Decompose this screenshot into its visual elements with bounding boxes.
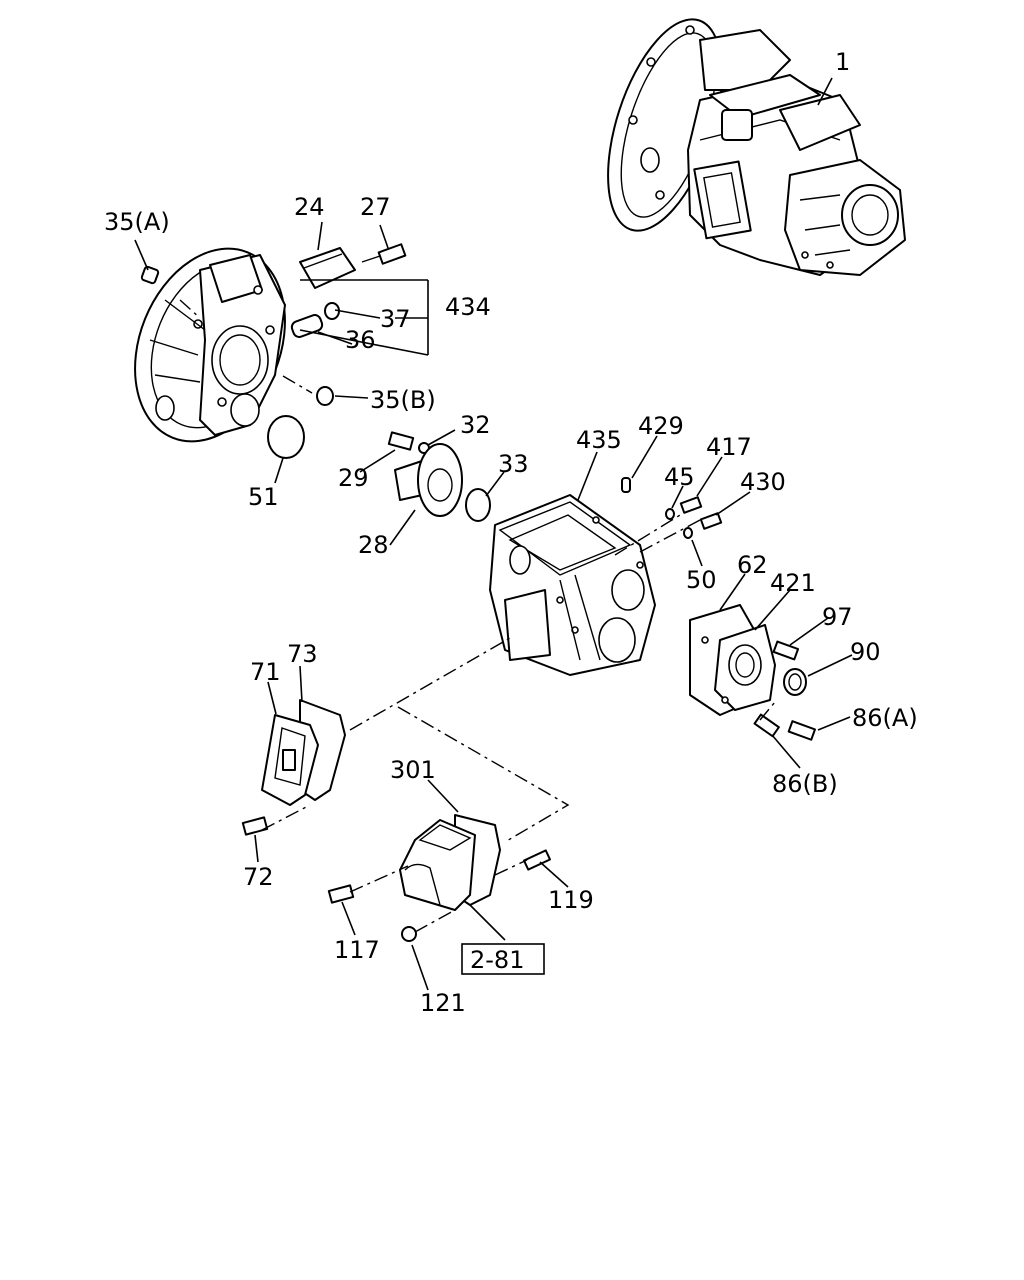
label-1: 1 bbox=[835, 48, 850, 76]
label-50: 50 bbox=[686, 566, 717, 594]
front-cover-drawing bbox=[387, 431, 491, 522]
reference-box bbox=[461, 943, 545, 975]
label-ref-2-81[interactable]: 2-81 bbox=[470, 946, 524, 974]
leader-lines bbox=[134, 77, 853, 991]
flywheel-housing-drawing bbox=[134, 247, 286, 443]
label-417: 417 bbox=[706, 433, 752, 461]
label-86b: 86(B) bbox=[772, 770, 838, 798]
label-29: 29 bbox=[338, 464, 369, 492]
label-36: 36 bbox=[345, 326, 376, 354]
label-97: 97 bbox=[822, 603, 853, 631]
label-27: 27 bbox=[360, 193, 391, 221]
pto-unit-drawing bbox=[327, 814, 551, 942]
label-429: 429 bbox=[638, 412, 684, 440]
label-37: 37 bbox=[380, 305, 411, 333]
label-28: 28 bbox=[358, 531, 389, 559]
label-301: 301 bbox=[390, 756, 436, 784]
label-86a: 86(A) bbox=[852, 704, 918, 732]
label-32: 32 bbox=[460, 411, 491, 439]
transmission-assembly-drawing bbox=[607, 18, 906, 276]
label-45: 45 bbox=[664, 463, 695, 491]
label-435: 435 bbox=[576, 426, 622, 454]
label-35b: 35(B) bbox=[370, 386, 436, 414]
label-71: 71 bbox=[250, 658, 281, 686]
label-421: 421 bbox=[770, 569, 816, 597]
label-73: 73 bbox=[287, 640, 318, 668]
rear-cover-drawing bbox=[689, 604, 816, 741]
label-121: 121 bbox=[420, 989, 466, 1017]
transmission-case-drawing bbox=[489, 477, 723, 676]
label-430: 430 bbox=[740, 468, 786, 496]
label-119: 119 bbox=[548, 886, 594, 914]
label-90: 90 bbox=[850, 638, 881, 666]
label-35a: 35(A) bbox=[104, 208, 170, 236]
label-51: 51 bbox=[248, 483, 279, 511]
label-117: 117 bbox=[334, 936, 380, 964]
label-434: 434 bbox=[445, 293, 491, 321]
label-62: 62 bbox=[737, 551, 768, 579]
housing-small-parts bbox=[140, 243, 407, 459]
callout-labels: 1 35(A) 24 27 37 434 36 35(B) 51 29 32 3… bbox=[104, 48, 918, 1017]
label-33: 33 bbox=[498, 450, 529, 478]
label-72: 72 bbox=[243, 863, 274, 891]
label-24: 24 bbox=[294, 193, 325, 221]
side-cover-drawing bbox=[241, 699, 346, 836]
